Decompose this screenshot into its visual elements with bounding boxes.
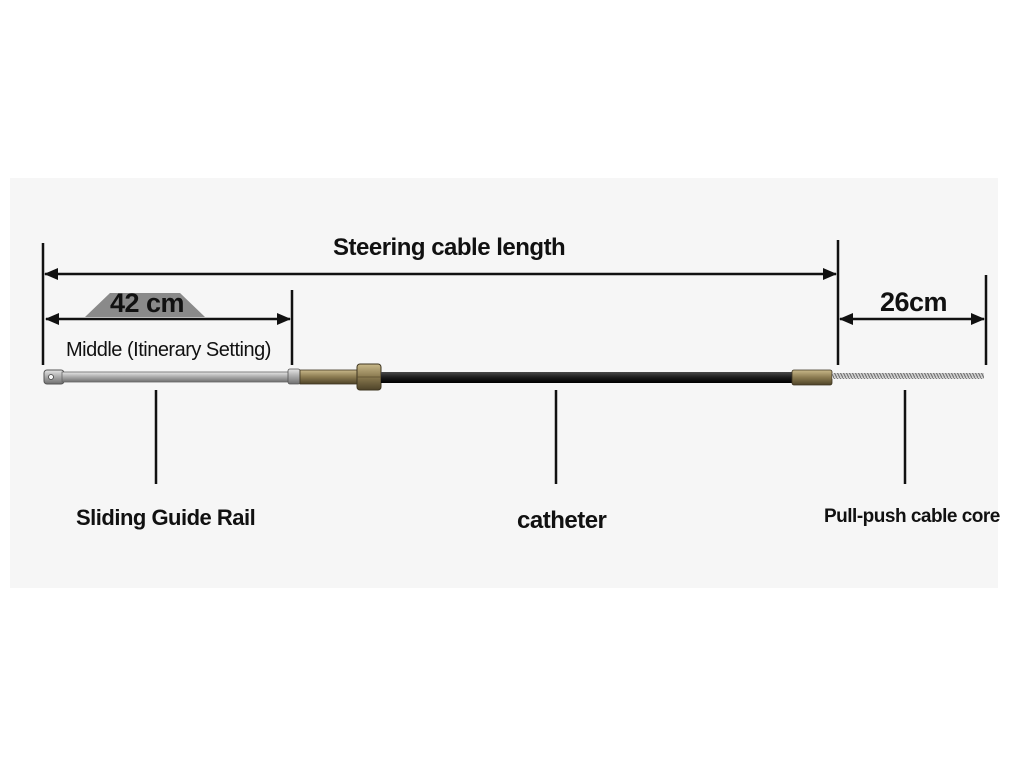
stroke-right-arrow [277, 313, 291, 325]
core-extension-label: 26cm [880, 287, 948, 317]
stroke-left-arrow [45, 313, 59, 325]
core-extension-left-arrow [839, 313, 853, 325]
rail-joint [287, 368, 301, 385]
stroke-label-shadow [85, 293, 205, 317]
core-extension-right-arrow [971, 313, 985, 325]
total-length-dimension [41, 240, 840, 365]
rail-label: Sliding Guide Rail [76, 505, 256, 530]
sliding-rail-rod [61, 371, 291, 383]
eyelet-hole [48, 374, 54, 380]
stroke-label: 42 cm [110, 288, 185, 318]
catheter-sheath [381, 372, 793, 383]
catheter-label: catheter [517, 507, 607, 534]
cable-assembly [43, 363, 984, 391]
rod-eyelet [43, 369, 65, 385]
brass-ferrule [791, 369, 833, 386]
total-length-label: Steering cable length [333, 234, 566, 261]
brass-sleeve [299, 369, 359, 385]
core-label: Pull-push cable core [824, 506, 1000, 527]
cable-core-coil [832, 373, 984, 379]
stroke-dimension [45, 290, 294, 365]
total-length-right-arrow [823, 268, 837, 280]
total-length-left-arrow [44, 268, 58, 280]
stroke-note-label: Middle (Itinerary Setting) [66, 339, 271, 361]
core-extension-dimension [839, 275, 988, 365]
